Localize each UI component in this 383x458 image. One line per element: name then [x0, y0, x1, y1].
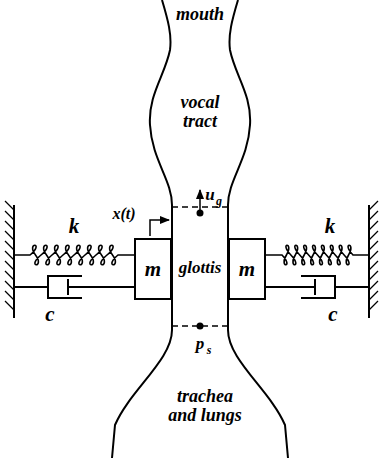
wall-hatch — [5, 241, 14, 250]
wall-hatch — [369, 231, 378, 240]
wall-hatch — [369, 301, 378, 310]
damper-label: c — [328, 303, 337, 325]
spring-symbol — [14, 245, 134, 265]
region-label: vocal tract — [164, 93, 236, 131]
wall-hatch — [369, 221, 378, 230]
pressure-point — [197, 323, 204, 330]
wall-hatch — [5, 221, 14, 230]
wall-hatch — [369, 201, 378, 210]
mass-label: m — [239, 257, 255, 282]
wall-hatch — [5, 261, 14, 270]
spring-symbol — [266, 245, 369, 265]
mass-label: m — [145, 257, 161, 282]
wall-hatch — [369, 291, 378, 300]
region-label: glottis — [178, 259, 223, 277]
flow-arrow — [199, 190, 201, 211]
region-label: mouth — [175, 5, 225, 24]
pressure-label: p — [196, 335, 205, 353]
ground-wall — [368, 205, 370, 318]
flow-label: u — [205, 186, 214, 204]
tract-wall-left — [112, 0, 172, 458]
displacement-arrow — [150, 220, 169, 236]
wall-hatch — [5, 231, 14, 240]
damper-symbol — [14, 276, 134, 298]
ground-wall — [13, 205, 15, 318]
wall-hatch — [5, 211, 14, 220]
wall-hatch — [5, 301, 14, 310]
wall-hatch — [5, 291, 14, 300]
mass-box: m — [228, 238, 266, 300]
wall-hatch — [5, 281, 14, 290]
region-label: trachea and lungs — [164, 387, 246, 425]
mass-box: m — [134, 238, 172, 300]
displacement-label: x(t) — [112, 206, 135, 223]
subscript: s — [207, 344, 212, 357]
damper-symbol — [266, 276, 369, 298]
wall-hatch — [369, 251, 378, 260]
wall-hatch — [369, 281, 378, 290]
wall-hatch — [369, 211, 378, 220]
subscript: g — [216, 195, 222, 208]
wall-hatch — [369, 261, 378, 270]
spring-label: k — [325, 215, 336, 237]
damper-label: c — [45, 303, 54, 325]
wall-hatch — [369, 271, 378, 280]
wall-hatch — [5, 251, 14, 260]
wall-hatch — [5, 271, 14, 280]
spring-label: k — [69, 215, 80, 237]
wall-hatch — [5, 201, 14, 210]
wall-hatch — [369, 241, 378, 250]
